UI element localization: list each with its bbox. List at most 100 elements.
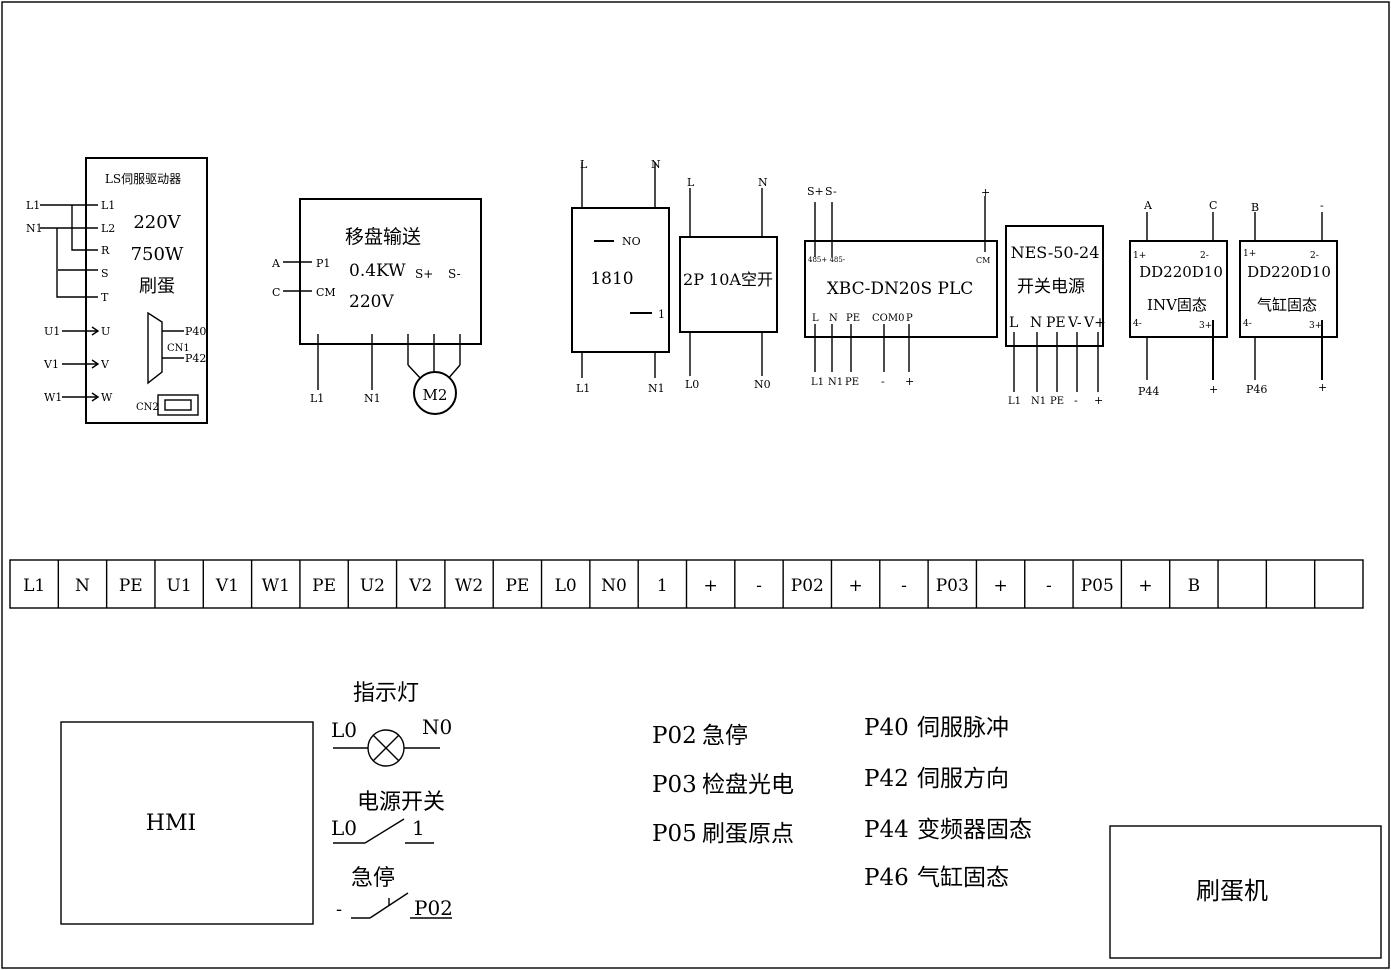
hmi-panel: HMI xyxy=(60,721,314,925)
breaker-top-l: L xyxy=(687,176,695,189)
indicator-lamp: 指示灯 L0 N0 xyxy=(331,681,452,767)
ssr2-pin2: 2- xyxy=(1310,251,1319,261)
ssr1-top-c: C xyxy=(1209,199,1217,212)
plc-term-com0: COM0 xyxy=(872,313,904,324)
legend-p02-desc: 急停 xyxy=(702,723,748,749)
terminal-label: N0 xyxy=(601,576,627,596)
terminal-label: 1 xyxy=(657,576,668,596)
servo-cn1-label: CN1 xyxy=(167,343,190,354)
servo-ext-w1: W1 xyxy=(44,391,62,404)
terminal-label: - xyxy=(756,576,762,596)
relay-top-l: L xyxy=(580,158,588,171)
servo-pin-l1: L1 xyxy=(101,199,115,212)
breaker-2p: L N 2P 10A空开 L0 N0 xyxy=(679,176,778,391)
power-supply: NES-50-24 开关电源 L N PE V- V+ L1 N1 PE - + xyxy=(1005,225,1106,407)
ssr2-model: DD220D10 xyxy=(1247,263,1331,281)
plc-out-n1: N1 xyxy=(828,377,843,388)
servo-title: LS伺服驱动器 xyxy=(105,172,181,186)
indicator-n0: N0 xyxy=(422,715,452,739)
plc-cm-top: + xyxy=(981,186,990,199)
servo-pin-r: R xyxy=(101,244,110,257)
servo-pin-v: V xyxy=(100,358,110,371)
plc-out-plus: + xyxy=(905,375,914,388)
psu-out-pe: PE xyxy=(1050,396,1064,407)
ssr1-pin2: 2- xyxy=(1200,251,1209,261)
ssr2-label: 气缸固态 xyxy=(1257,296,1317,314)
inverter-s-minus: S- xyxy=(448,267,461,281)
psu-term-l: L xyxy=(1009,315,1018,331)
psu-label: 开关电源 xyxy=(1017,277,1085,297)
plc-xbc: S+ S- 485+ 485- + CM XBC-DN20S PLC L N P… xyxy=(804,185,998,388)
inverter-p1: P1 xyxy=(316,257,330,270)
servo-spec-power: 750W xyxy=(131,244,184,265)
terminal-label: PE xyxy=(312,576,336,596)
terminal-label: V2 xyxy=(408,576,432,596)
legend-p46-code: P46 xyxy=(864,865,909,891)
ssr2-top-b: B xyxy=(1251,201,1259,214)
legend-p02-code: P02 xyxy=(652,723,697,749)
inverter-cm: CM xyxy=(316,286,336,299)
plc-cm: CM xyxy=(976,256,990,265)
servo-ext-n1: N1 xyxy=(26,222,43,235)
relay-top-n: N xyxy=(651,158,661,171)
legend-p42-desc: 伺服方向 xyxy=(917,766,1009,792)
terminal-label: P05 xyxy=(1081,576,1114,596)
breaker-label: 2P 10A空开 xyxy=(683,270,773,289)
ssr-cylinder: B - 1+ 2- 4- 3+ DD220D10 气缸固态 P46 + xyxy=(1239,199,1338,396)
terminal-label: B xyxy=(1188,576,1201,596)
servo-ext-u1: U1 xyxy=(44,325,60,338)
servo-pin-s: S xyxy=(101,267,109,280)
terminal-label: V1 xyxy=(215,576,239,596)
legend-right: P40 伺服脉冲 P42 伺服方向 P44 变频器固态 P46 气缸固态 xyxy=(864,715,1032,891)
servo-ext-l1: L1 xyxy=(26,199,40,212)
psu-term-pe: PE xyxy=(1046,315,1066,331)
terminal-label: + xyxy=(993,576,1007,596)
breaker-out-n0: N0 xyxy=(754,378,771,391)
relay-no-label: NO xyxy=(622,235,641,248)
servo-p40-label: P40 xyxy=(185,325,206,338)
legend-p05-desc: 刷蛋原点 xyxy=(702,821,794,847)
ssr2-out-plus: + xyxy=(1318,381,1327,394)
plc-s-plus: S+ xyxy=(807,185,824,198)
legend-p46-desc: 气缸固态 xyxy=(917,865,1009,891)
inverter-title: 移盘输送 xyxy=(345,226,421,248)
egg-brushing-machine: 刷蛋机 xyxy=(1109,825,1382,959)
power-switch-title: 电源开关 xyxy=(357,790,445,815)
plc-term-p: P xyxy=(906,313,913,324)
legend-p42-code: P42 xyxy=(864,766,909,792)
inverter-out-l1: L1 xyxy=(310,392,324,405)
terminal-label: L0 xyxy=(555,576,577,596)
plc-term-pe: PE xyxy=(846,313,860,324)
legend-p05-code: P05 xyxy=(652,821,697,847)
psu-term-vminus: V- xyxy=(1067,315,1082,331)
psu-model: NES-50-24 xyxy=(1011,243,1100,262)
inverter: 移盘输送 0.4KW 220V S+ S- A C P1 CM L1 N1 M2 xyxy=(271,198,482,415)
relay-label: 1810 xyxy=(590,269,633,289)
psu-term-vplus: V+ xyxy=(1083,315,1106,331)
ssr1-out-p44: P44 xyxy=(1138,385,1159,398)
plc-label: XBC-DN20S PLC xyxy=(827,279,974,299)
terminal-label: U2 xyxy=(360,576,385,596)
motor-m2-label: M2 xyxy=(423,386,448,404)
legend-left: P02 急停 P03 检盘光电 P05 刷蛋原点 xyxy=(652,723,794,847)
legend-p40-desc: 伺服脉冲 xyxy=(917,715,1009,741)
breaker-out-l0: L0 xyxy=(685,378,699,391)
legend-p44-code: P44 xyxy=(864,817,909,843)
power-switch: 电源开关 L0 1 xyxy=(331,790,445,844)
servo-pin-t: T xyxy=(101,291,109,304)
servo-driver: LS伺服驱动器 220V 750W 刷蛋 L1 N1 L1 L2 R S T U… xyxy=(26,157,208,424)
plc-out-pe: PE xyxy=(845,377,859,388)
estop-title: 急停 xyxy=(351,866,395,891)
plc-term-l: L xyxy=(812,313,819,324)
plc-out-minus: - xyxy=(881,375,885,388)
legend-p40-code: P40 xyxy=(864,715,909,741)
inverter-out-n1: N1 xyxy=(364,392,381,405)
legend-p44-desc: 变频器固态 xyxy=(917,817,1032,843)
ssr1-label: INV固态 xyxy=(1147,296,1207,314)
ssr2-out-p46: P46 xyxy=(1246,383,1267,396)
servo-pin-l2: L2 xyxy=(101,222,115,235)
psu-term-n: N xyxy=(1030,315,1042,331)
terminal-label: + xyxy=(1138,576,1152,596)
